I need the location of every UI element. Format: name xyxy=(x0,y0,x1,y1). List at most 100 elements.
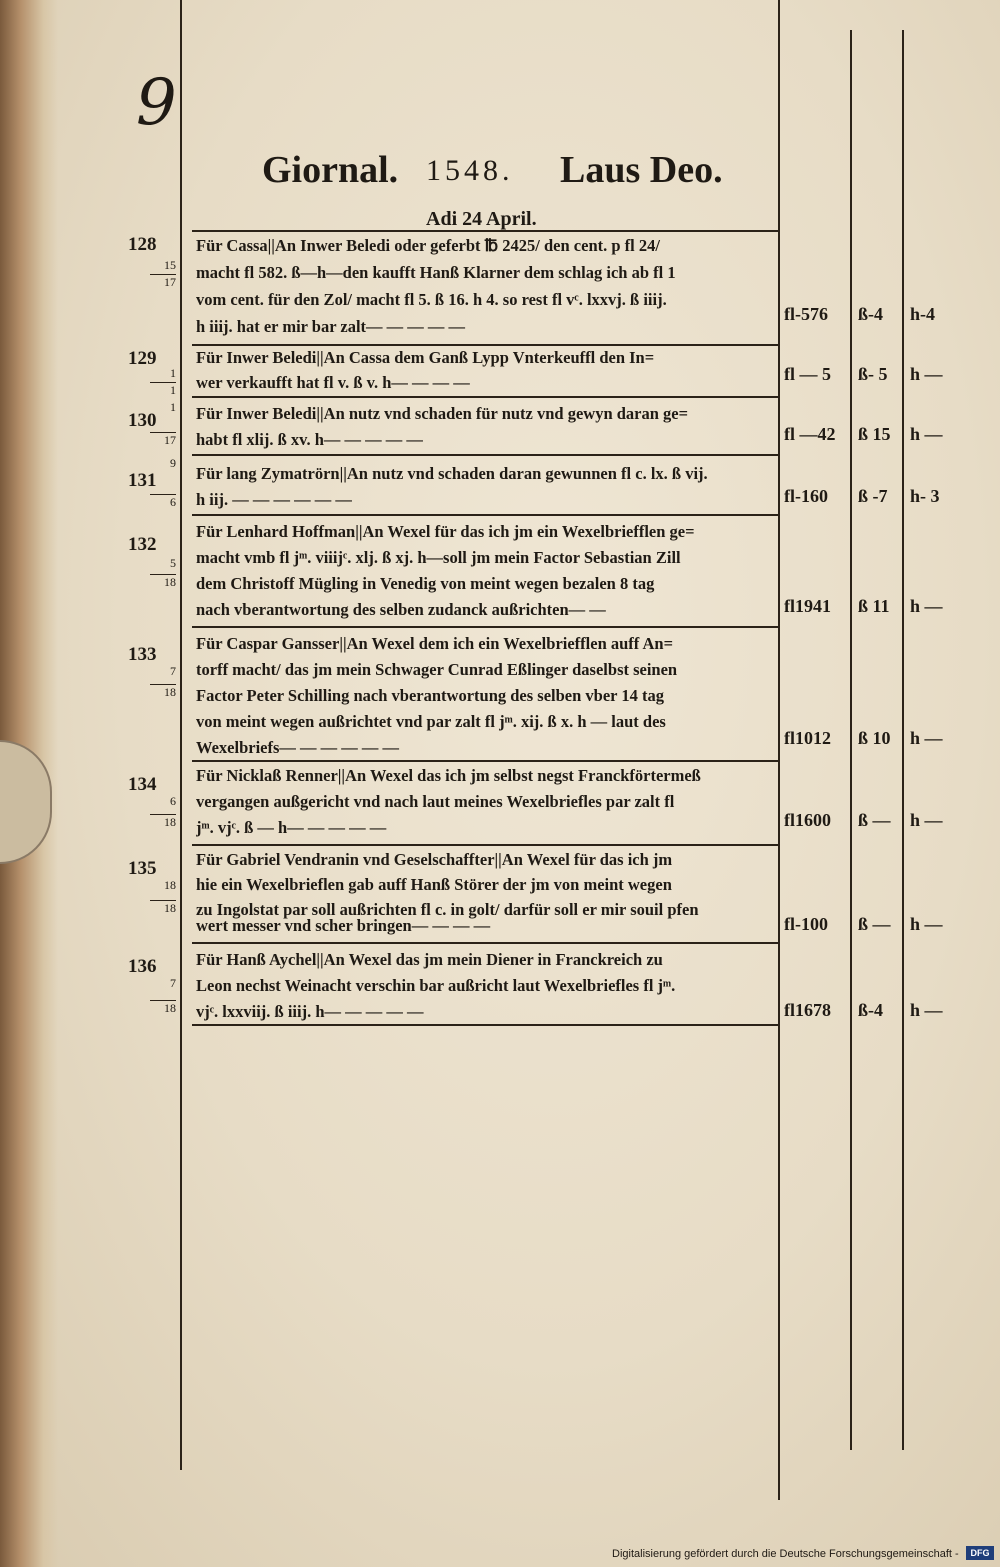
amount-schilling: ß — xyxy=(858,914,891,934)
entry-rule xyxy=(192,942,778,944)
entry-text-line: Für Cassa||An Inwer Beledi oder geferbt … xyxy=(196,236,660,255)
folio-ref: 1 xyxy=(150,382,176,398)
entry-rule xyxy=(192,844,778,846)
entry-text-line: Für Caspar Gansser||An Wexel dem ich ein… xyxy=(196,634,673,653)
page-number: 9 xyxy=(136,66,177,140)
entry-text-line: nach vberantwortung des selben zudanck a… xyxy=(196,600,606,619)
entry-rule xyxy=(192,396,778,398)
dfg-logo: DFG xyxy=(966,1546,994,1560)
entry-text-line: hie ein Wexelbrieflen gab auff Hanß Stör… xyxy=(196,875,672,894)
entry-text-line: wer verkaufft hat fl v. ß v. h— — — — xyxy=(196,373,470,392)
entry-rule xyxy=(192,230,778,232)
entry-rule xyxy=(192,514,778,516)
amount-schilling: ß 15 xyxy=(858,424,891,444)
amount-heller: h-4 xyxy=(910,304,936,324)
entry-text-line: macht vmb fl jᵐ. viiijᶜ. xlj. ß xj. h—so… xyxy=(196,548,681,567)
entry-rule xyxy=(192,1024,778,1026)
amount-gulden: fl-100 xyxy=(784,914,828,934)
amount-gulden: fl —42 xyxy=(784,424,836,444)
page-title-journal: Giornal. xyxy=(262,149,399,191)
entry-text-line: Für Gabriel Vendranin vnd Geselschaffter… xyxy=(196,850,673,869)
entry-text-line: Für Inwer Beledi||An nutz vnd schaden fü… xyxy=(196,404,689,423)
amount-gulden: fl-160 xyxy=(784,486,828,506)
amount-heller: h — xyxy=(910,810,943,830)
folio-ref: 7 xyxy=(170,976,176,990)
entry-number: 128 xyxy=(128,234,157,255)
digitization-credit: Digitalisierung gefördert durch die Deut… xyxy=(612,1548,959,1560)
folio-ref: 6 xyxy=(170,794,176,808)
entry-text-line: wert messer vnd scher bringen— — — — xyxy=(196,916,491,935)
entry-text-line: macht fl 582. ß—h—den kaufft Hanß Klarne… xyxy=(196,263,676,282)
entry-text-line: Für Hanß Aychel||An Wexel das jm mein Di… xyxy=(196,950,663,969)
amount-gulden: fl1600 xyxy=(784,810,831,830)
entry-text-line: h iij. — — — — — — xyxy=(196,490,352,509)
amount-gulden: fl1678 xyxy=(784,1000,831,1020)
entry-text-line: jᵐ. vjᶜ. ß — h— — — — — xyxy=(196,818,387,837)
amount-heller: h — xyxy=(910,364,943,384)
entry-rule xyxy=(192,760,778,762)
entry-rule xyxy=(192,454,778,456)
folio-ref: 18 xyxy=(164,878,176,892)
folio-ref: 15 xyxy=(164,258,176,272)
folio-ref: 6 xyxy=(150,494,176,510)
amount-gulden: fl-576 xyxy=(784,304,828,324)
entry-number: 133 xyxy=(128,644,157,665)
folio-ref: 18 xyxy=(150,814,176,830)
left-margin-rule xyxy=(180,0,182,1470)
folio-ref: 18 xyxy=(150,684,176,700)
amount-schilling: ß 10 xyxy=(858,728,891,748)
amount-heller: h — xyxy=(910,424,943,444)
folio-ref: 18 xyxy=(150,1000,176,1016)
entry-text-line: Für Nicklaß Renner||An Wexel das ich jm … xyxy=(196,766,701,785)
date-heading: Adi 24 April. xyxy=(426,208,537,230)
entry-text-line: h iiij. hat er mir bar zalt— — — — — xyxy=(196,317,466,336)
amount-gulden: fl1941 xyxy=(784,596,831,616)
page-title-year: 1548. xyxy=(426,154,514,187)
entry-number: 130 xyxy=(128,410,157,431)
amount-schilling: ß 11 xyxy=(858,596,890,616)
amount-heller: h — xyxy=(910,728,943,748)
entry-number: 131 xyxy=(128,470,157,491)
entry-number: 136 xyxy=(128,956,157,977)
folio-ref: 17 xyxy=(150,274,176,290)
amount-schilling: ß- 5 xyxy=(858,364,888,384)
amount-schilling: ß-4 xyxy=(858,1000,884,1020)
entry-text-line: Wexelbriefs— — — — — — xyxy=(196,738,400,757)
entry-text-line: Leon nechst Weinacht verschin bar außric… xyxy=(196,976,676,995)
folio-ref: 1 xyxy=(170,366,176,380)
folio-ref: 5 xyxy=(170,556,176,570)
entry-number: 132 xyxy=(128,534,157,555)
entry-text-line: Für lang Zymatrörn||An nutz vnd schaden … xyxy=(196,464,708,483)
entry-text-line: vom cent. für den Zol/ macht fl 5. ß 16.… xyxy=(196,290,667,309)
folio-ref: 18 xyxy=(150,900,176,916)
entry-text-line: Factor Peter Schilling nach vberantwortu… xyxy=(196,686,664,705)
amount-heller: h — xyxy=(910,596,943,616)
amount-heller: h — xyxy=(910,1000,943,1020)
entry-text-line: zu Ingolstat par soll außrichten fl c. i… xyxy=(196,900,699,919)
folio-ref: 7 xyxy=(170,664,176,678)
entry-text-line: torff macht/ das jm mein Schwager Cunrad… xyxy=(196,660,678,679)
entry-text-line: von meint wegen außrichtet vnd par zalt … xyxy=(196,712,666,731)
amount-gulden: fl — 5 xyxy=(784,364,831,384)
entry-text-line: Für Lenhard Hoffman||An Wexel für das ic… xyxy=(196,522,695,541)
entry-rule xyxy=(192,344,778,346)
entry-number: 129 xyxy=(128,348,157,369)
folio-ref: 9 xyxy=(170,456,176,470)
entry-text-line: vjᶜ. lxxviij. ß iiij. h— — — — — xyxy=(196,1002,424,1021)
amount-heller: h — xyxy=(910,914,943,934)
amount-schilling: ß-4 xyxy=(858,304,884,324)
entry-text-line: Für Inwer Beledi||An Cassa dem Ganß Lypp… xyxy=(196,348,655,367)
entry-text-line: vergangen außgericht vnd nach laut meine… xyxy=(196,792,675,811)
entry-number: 134 xyxy=(128,774,157,795)
amount-gulden: fl1012 xyxy=(784,728,831,748)
amount-schilling: ß -7 xyxy=(858,486,888,506)
amount-schilling: ß — xyxy=(858,810,891,830)
entry-text-line: habt fl xlij. ß xv. h— — — — — xyxy=(196,430,423,449)
entry-rule xyxy=(192,626,778,628)
entry-text-line: dem Christoff Mügling in Venedig von mei… xyxy=(196,574,655,593)
entry-number: 135 xyxy=(128,858,157,879)
folio-ref: 17 xyxy=(150,432,176,448)
amount-heller: h- 3 xyxy=(910,486,940,506)
folio-ref: 1 xyxy=(170,400,176,414)
